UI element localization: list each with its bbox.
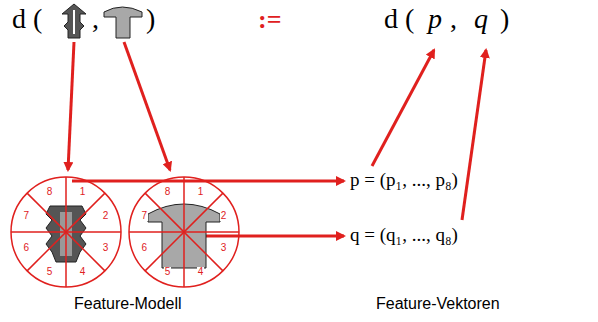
sector-line <box>27 193 105 271</box>
circle-outline <box>128 176 240 288</box>
formula-text: q = (q₁, ..., q₈) <box>350 225 458 246</box>
formula-text: d ( <box>384 4 414 35</box>
sector-circle <box>129 177 239 287</box>
formula-text: p <box>428 4 442 35</box>
formula-text: , <box>450 4 457 35</box>
sector-number: 1 <box>79 187 87 197</box>
arrow <box>372 50 434 166</box>
arrow <box>68 42 74 170</box>
sector-number: 5 <box>164 267 172 277</box>
arrow <box>124 42 170 170</box>
sector-number: 5 <box>46 267 54 277</box>
formula-text: , <box>92 4 99 35</box>
sector-number: 2 <box>102 211 110 221</box>
sector-circle <box>11 177 121 287</box>
arrow <box>462 50 486 220</box>
formula-text: Feature-Vektoren <box>376 295 500 313</box>
sector-number: 2 <box>220 211 228 221</box>
formula-text: ) <box>500 4 509 35</box>
formula-text: q <box>474 4 488 35</box>
feature-circle: 1 2 3 4 5 6 7 8 <box>10 176 122 288</box>
sector-number: 7 <box>141 211 149 221</box>
sector-number: 3 <box>102 243 110 253</box>
sector-number: 6 <box>141 243 149 253</box>
formula-text: p = (p₁, ..., p₈) <box>350 170 458 191</box>
sector-number: 8 <box>164 187 172 197</box>
part-icon <box>62 4 86 38</box>
sector-line <box>145 193 223 271</box>
sector-number: 4 <box>197 267 205 277</box>
formula-text: Feature-Modell <box>74 295 182 313</box>
sector-number: 6 <box>23 243 31 253</box>
sector-number: 1 <box>197 187 205 197</box>
sector-number: 3 <box>220 243 228 253</box>
circle-outline <box>10 176 122 288</box>
sector-number: 8 <box>46 187 54 197</box>
formula-text: ) <box>146 4 155 35</box>
formula-text: := <box>258 6 281 35</box>
sector-number: 7 <box>23 211 31 221</box>
arrow <box>190 235 344 238</box>
part-icon <box>104 7 142 38</box>
feature-circle: 1 2 3 4 5 6 7 8 <box>128 176 240 288</box>
sector-number: 4 <box>79 267 87 277</box>
formula-text: d ( <box>12 4 42 35</box>
